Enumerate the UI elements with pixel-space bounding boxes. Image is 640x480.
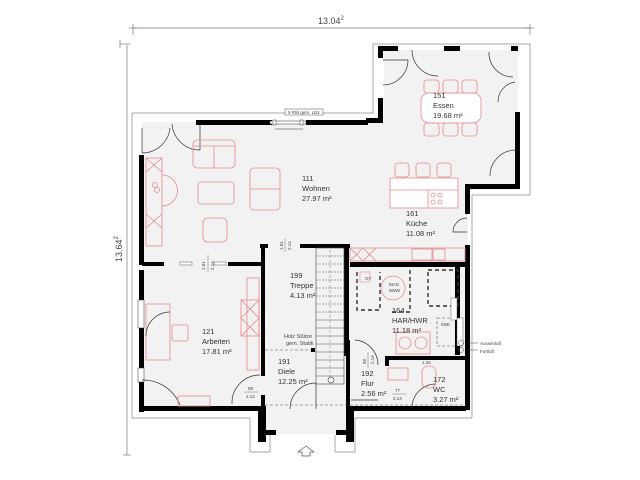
svg-text:121: 121 [202,327,215,336]
door-dim-b: 1.01 2.14 [279,238,292,252]
gt-label: GT [365,276,372,281]
svg-text:HAR/HWR: HAR/HWR [392,316,428,325]
svg-text:2.56 m²: 2.56 m² [361,389,387,398]
stair-support-label-2: gem. Statik [286,341,314,347]
svg-text:88: 88 [248,386,254,391]
svg-text:2.14: 2.14 [393,396,402,401]
svg-text:5 RW gem. LB1: 5 RW gem. LB1 [288,110,320,115]
svg-text:191: 191 [278,357,291,366]
room-har-hwr[interactable]: 164 HAR/HWR 11.18 m² [392,306,428,335]
window-note-box: 5 RW gem. LB1 [284,108,324,116]
svg-text:1.01: 1.01 [201,261,206,270]
svg-text:1.01: 1.01 [279,241,284,250]
wc-width-label: 1.26 [422,360,431,365]
stair-support-label: Holz Stütze [284,334,312,340]
room-flur[interactable]: 192 Flur 2.56 m² [361,369,387,398]
svg-text:2.14: 2.14 [370,355,375,364]
svg-text:19.68 m²: 19.68 m² [433,111,463,120]
interior-walls [142,244,468,410]
svg-text:3.27 m²: 3.27 m² [433,395,459,404]
door-dim-c: 88 2.14 [244,386,258,399]
room-diele[interactable]: 191 Diele 12.25 m² [278,357,308,386]
door-dim-d: 88 2.14 [362,352,375,368]
room-kueche[interactable]: 161 Küche 11.08 m² [406,209,436,238]
stair-support-post [311,348,315,352]
svg-text:Wohnen: Wohnen [302,184,330,193]
ventilation-arrows [458,340,478,353]
mag-label: MAG [389,282,400,287]
room-essen[interactable]: 151 Essen 19.68 m² [433,91,463,120]
svg-text:151: 151 [433,91,446,100]
windows [137,119,307,383]
svg-text:17.81 m²: 17.81 m² [202,347,232,356]
svg-text:4.13 m²: 4.13 m² [290,291,316,300]
svg-text:2.14: 2.14 [287,241,292,250]
doors [141,49,517,410]
svg-text:161: 161 [406,209,419,218]
svg-text:Treppe: Treppe [290,281,314,290]
door-dim-a: 1.01 2.14 [201,255,215,272]
svg-text:199: 199 [290,271,303,280]
fortluft-label: Fortluft [480,349,495,354]
dimension-width [119,24,534,48]
entrance-arrow-icon [296,445,316,457]
svg-text:11.18 m²: 11.18 m² [392,326,422,335]
width-dimension-label: 13.042 [318,16,345,26]
svg-text:172: 172 [433,375,446,384]
svg-text:88: 88 [362,358,367,364]
room-wc[interactable]: 172 WC 3.27 m² [433,375,459,404]
door-dim-e: 77 2.14 [392,388,406,401]
svg-text:12.25 m²: 12.25 m² [278,377,308,386]
svg-text:77: 77 [395,388,401,393]
svg-text:111: 111 [302,174,313,183]
ww5-label: WW5 [389,288,400,293]
furniture [145,79,482,407]
svg-text:Flur: Flur [361,379,374,388]
kbe-label: KBE [441,322,450,327]
svg-text:164: 164 [392,306,405,315]
svg-text:Arbeiten: Arbeiten [202,337,230,346]
height-dimension-label: 13.642 [114,235,124,262]
staircase [315,247,345,385]
room-wohnen[interactable]: 111 Wohnen 27.97 m² [302,174,332,203]
dimension-height [123,45,131,456]
aussenluft-label: Aussenluft [480,341,502,346]
svg-text:Küche: Küche [406,219,427,228]
svg-text:WC: WC [433,385,446,394]
har-equipment [356,269,464,347]
exterior-walls [139,46,520,442]
outline-lines [131,43,531,453]
svg-text:11.08 m²: 11.08 m² [406,229,436,238]
svg-text:27.97 m²: 27.97 m² [302,194,332,203]
svg-text:2.14: 2.14 [246,394,255,399]
svg-text:Diele: Diele [278,367,295,376]
room-arbeiten[interactable]: 121 Arbeiten 17.81 m² [202,327,232,356]
svg-text:Essen: Essen [433,101,454,110]
room-treppe[interactable]: 199 Treppe 4.13 m² [290,271,316,300]
svg-text:192: 192 [361,369,374,378]
svg-text:2.14: 2.14 [210,261,215,270]
